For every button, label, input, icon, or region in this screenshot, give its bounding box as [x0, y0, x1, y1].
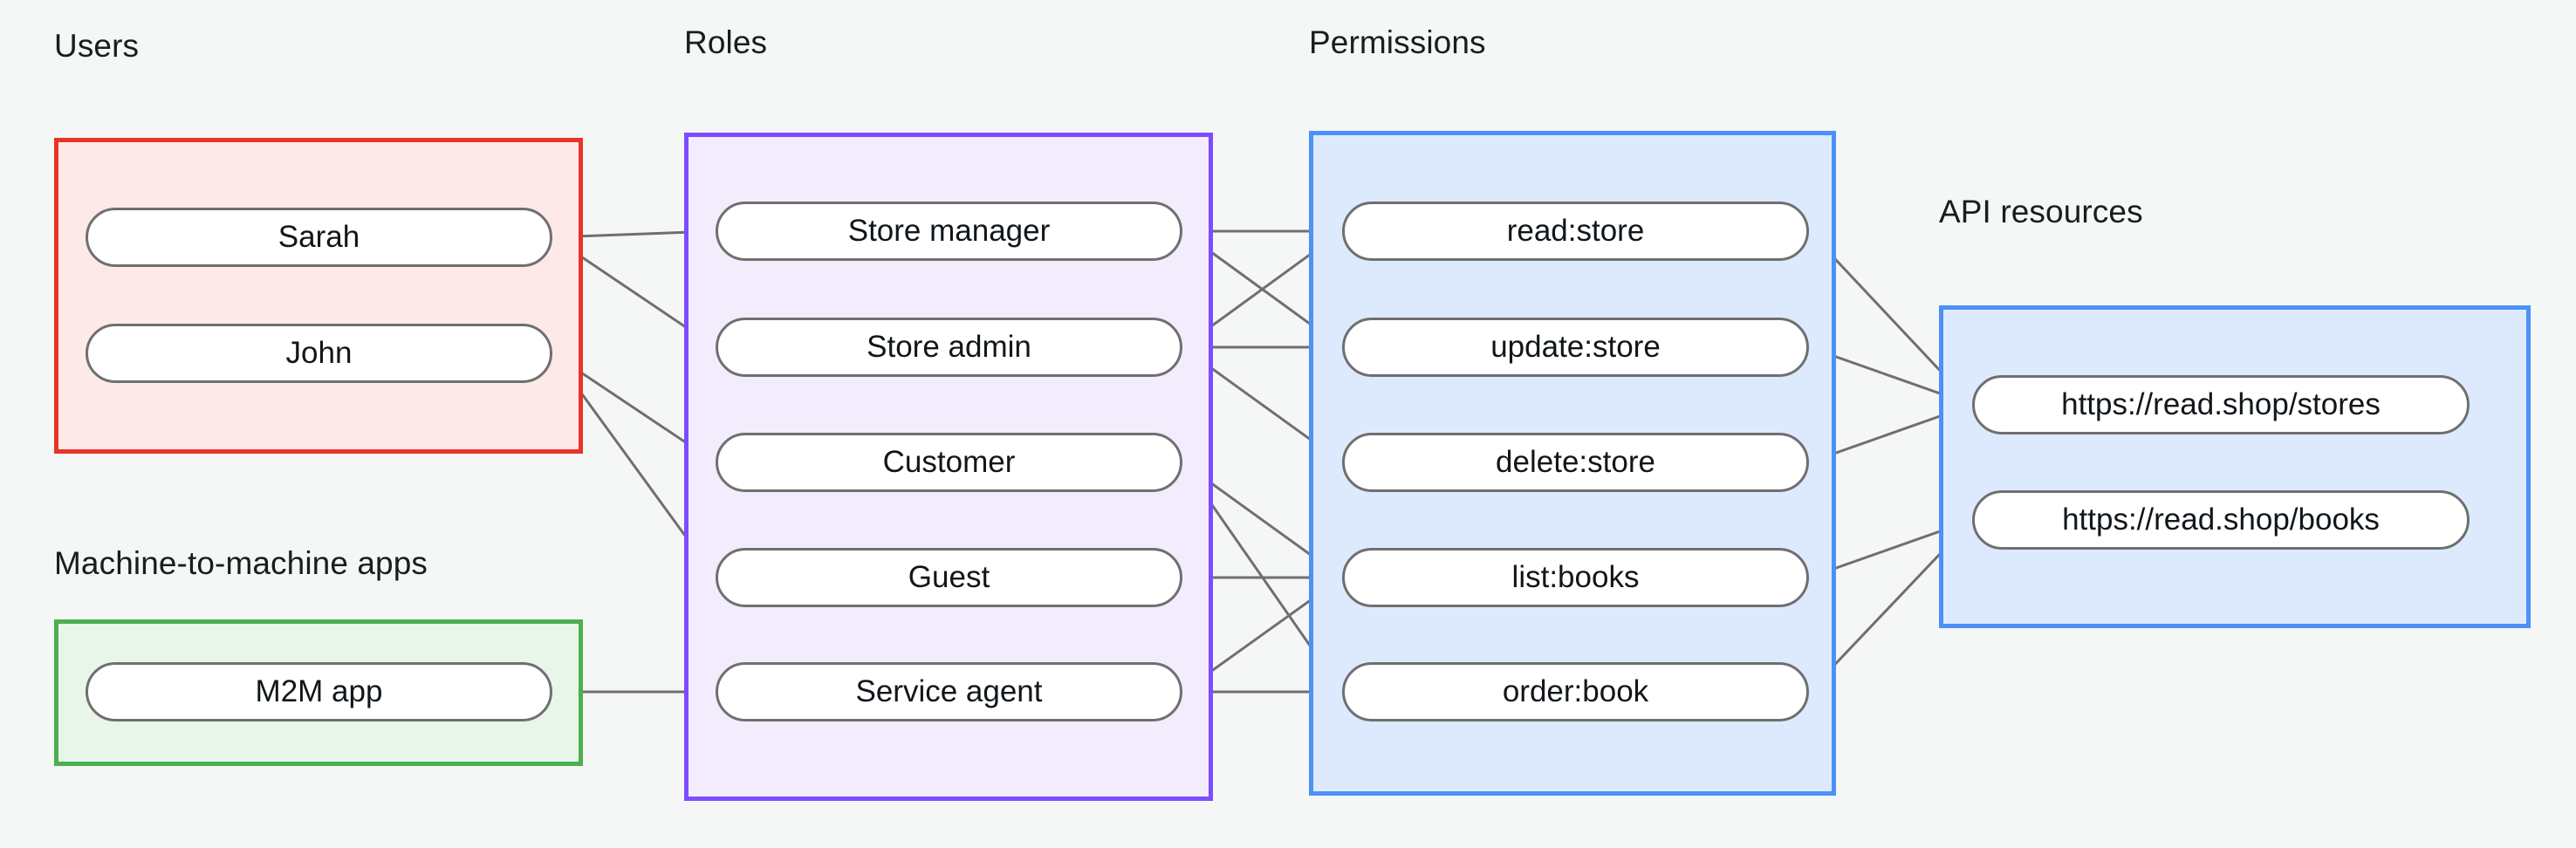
node-delete_store[interactable]: delete:store — [1342, 433, 1809, 492]
node-label-store_manager: Store manager — [847, 214, 1051, 248]
node-label-store_admin: Store admin — [867, 330, 1031, 364]
node-label-service_agent: Service agent — [855, 674, 1043, 708]
node-label-res_stores: https://read.shop/stores — [2061, 387, 2381, 421]
node-sarah[interactable]: Sarah — [86, 208, 552, 267]
node-label-delete_store: delete:store — [1496, 445, 1655, 479]
node-label-update_store: update:store — [1490, 330, 1661, 364]
group-box-api — [1939, 305, 2531, 628]
group-title-roles: Roles — [684, 24, 768, 60]
group-title-permissions: Permissions — [1309, 24, 1486, 60]
node-update_store[interactable]: update:store — [1342, 318, 1809, 377]
group-title-m2m: Machine-to-machine apps — [54, 545, 428, 581]
node-res_stores[interactable]: https://read.shop/stores — [1972, 375, 2470, 434]
node-read_store[interactable]: read:store — [1342, 202, 1809, 261]
node-label-m2mapp: M2M app — [255, 674, 383, 708]
node-label-guest: Guest — [908, 560, 990, 594]
node-customer[interactable]: Customer — [716, 433, 1182, 492]
node-label-customer: Customer — [882, 445, 1016, 479]
node-label-order_book: order:book — [1502, 674, 1649, 708]
group-box-users — [54, 138, 583, 454]
node-label-read_store: read:store — [1506, 214, 1645, 248]
node-label-sarah: Sarah — [277, 220, 360, 254]
node-order_book[interactable]: order:book — [1342, 662, 1809, 721]
node-label-john: John — [285, 336, 353, 370]
node-john[interactable]: John — [86, 324, 552, 383]
group-title-api: API resources — [1939, 194, 2143, 229]
node-guest[interactable]: Guest — [716, 548, 1182, 607]
node-res_books[interactable]: https://read.shop/books — [1972, 490, 2470, 550]
node-label-res_books: https://read.shop/books — [2062, 503, 2380, 537]
node-service_agent[interactable]: Service agent — [716, 662, 1182, 721]
node-store_admin[interactable]: Store admin — [716, 318, 1182, 377]
group-title-users: Users — [54, 28, 140, 64]
node-m2mapp[interactable]: M2M app — [86, 662, 552, 721]
node-store_manager[interactable]: Store manager — [716, 202, 1182, 261]
node-label-list_books: list:books — [1511, 560, 1640, 594]
node-list_books[interactable]: list:books — [1342, 548, 1809, 607]
